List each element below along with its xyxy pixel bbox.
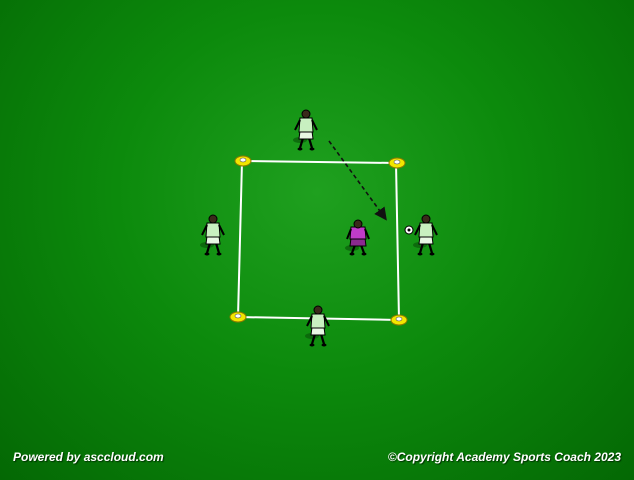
- grid-square: [236, 159, 401, 322]
- cone-bottom-right: [390, 314, 408, 326]
- cone-top-right: [388, 157, 406, 169]
- cone-bottom-left: [229, 311, 247, 323]
- copyright-text: ©Copyright Academy Sports Coach 2023: [387, 450, 621, 464]
- player-bottom: [303, 304, 331, 348]
- player-goalkeeper-center: [343, 218, 371, 257]
- player-left: [198, 213, 226, 257]
- player-right: [411, 213, 439, 257]
- player-top: [291, 108, 319, 152]
- powered-by-text: Powered by asccloud.com: [13, 450, 164, 464]
- cone-top-left: [234, 155, 252, 167]
- football-icon: [404, 225, 414, 235]
- pass-arrow: [328, 140, 387, 221]
